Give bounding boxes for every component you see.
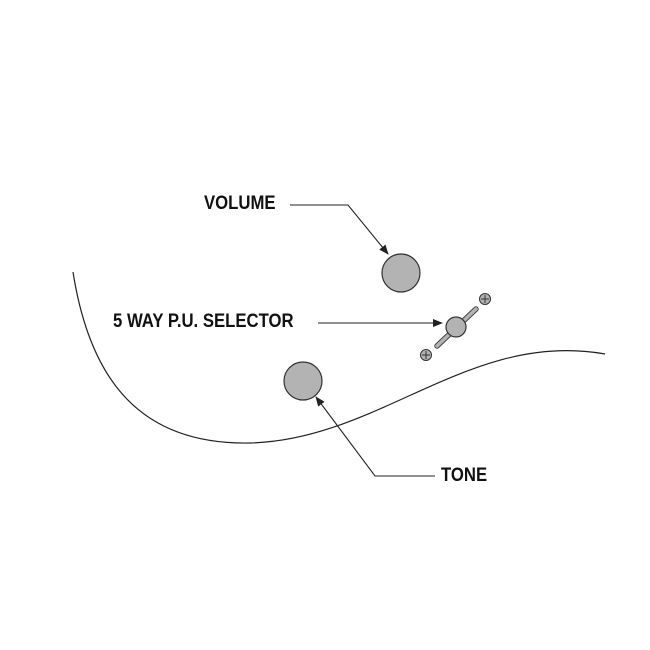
screw-icon — [420, 349, 432, 361]
body-outline-curve — [72, 271, 606, 444]
volume-leader-arrow — [290, 204, 389, 255]
screw-icon — [479, 293, 491, 305]
selector-label: 5 WAY P.U. SELECTOR — [113, 311, 294, 332]
tone-label: TONE — [441, 465, 488, 486]
tone-knob[interactable] — [283, 361, 323, 401]
selector-switch[interactable] — [434, 306, 479, 349]
volume-label: VOLUME — [204, 193, 276, 214]
tone-leader-arrow — [315, 396, 435, 477]
volume-knob[interactable] — [381, 253, 421, 293]
